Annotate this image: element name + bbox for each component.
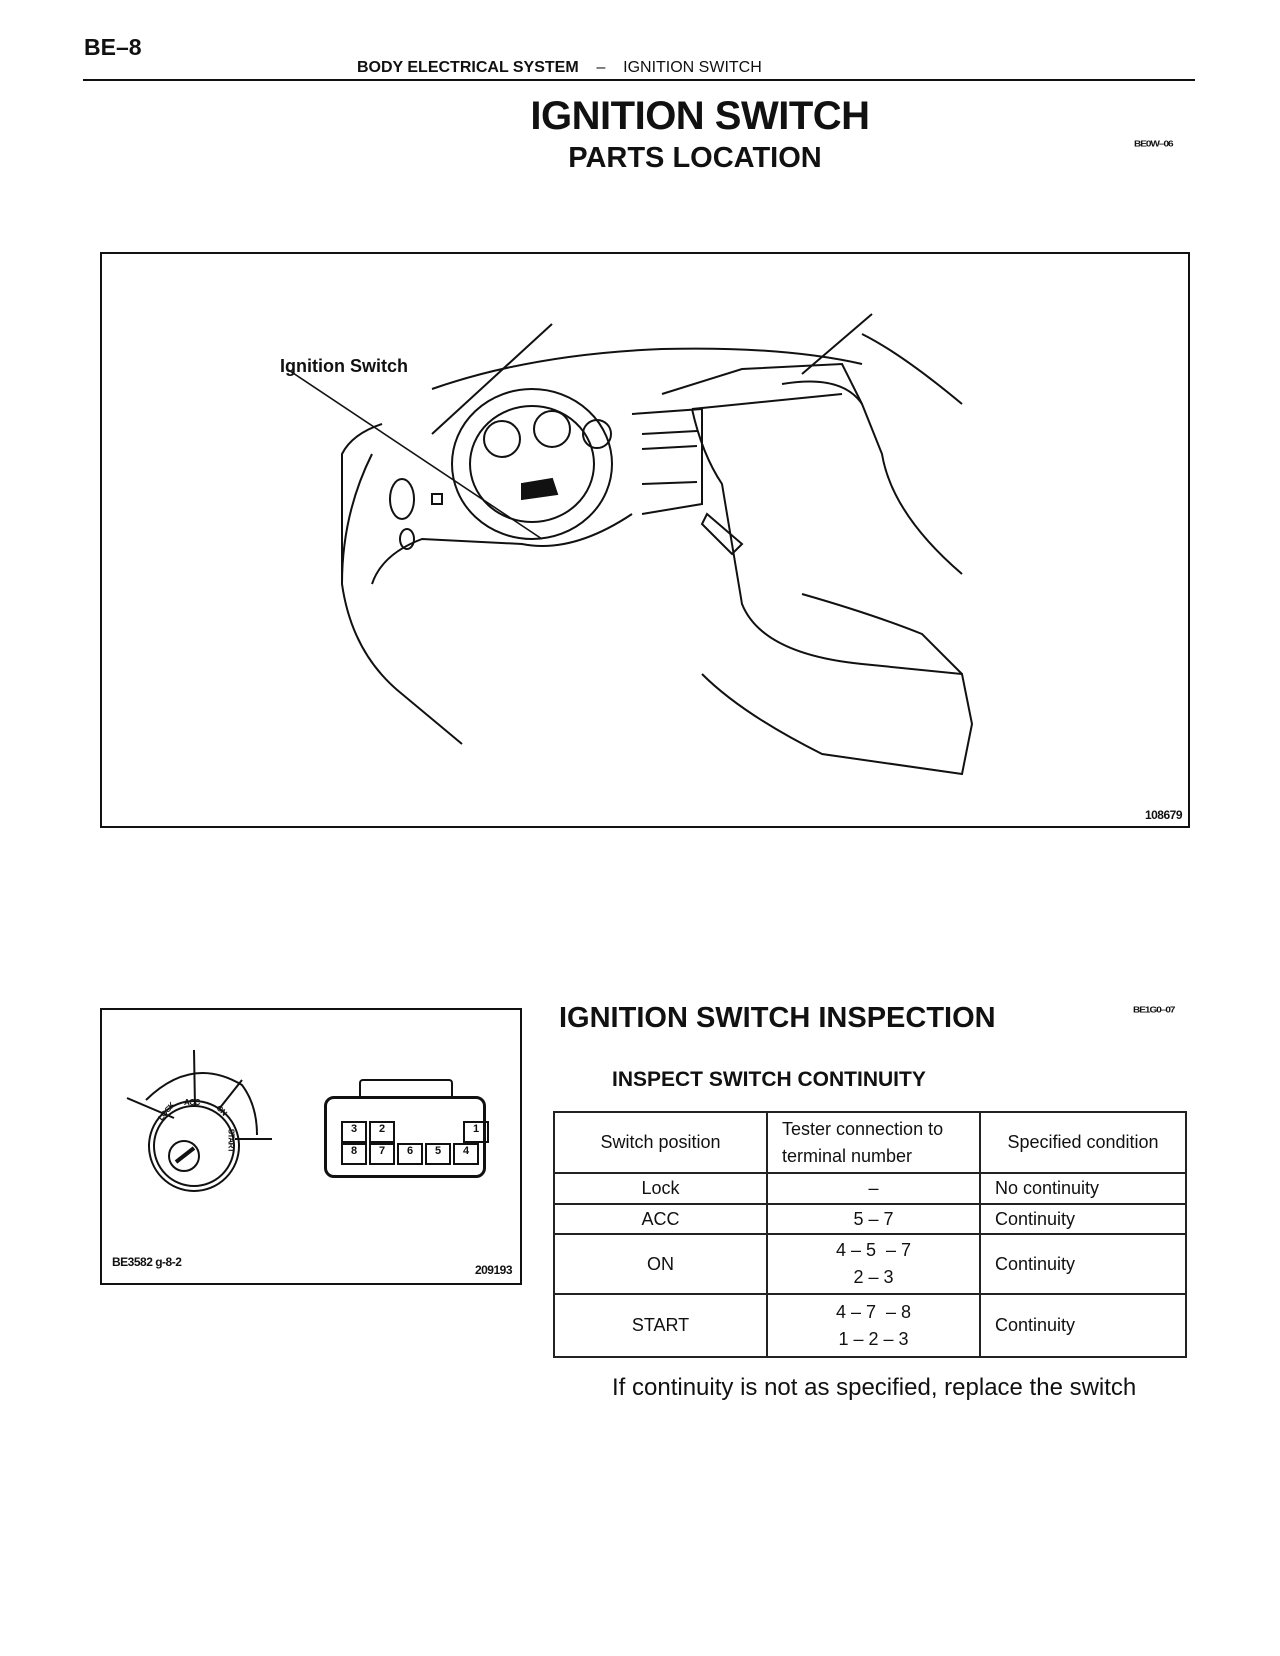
- table-row: ON 4 – 5 – 7 2 – 3 Continuity: [553, 1233, 1187, 1295]
- inspection-subheading: INSPECT SWITCH CONTINUITY: [612, 1068, 926, 1091]
- position-start: START: [226, 1128, 236, 1153]
- figure1-code: 108679: [1144, 808, 1183, 822]
- key-cylinder-illustration: [126, 1049, 272, 1192]
- terminal-6: 6: [397, 1143, 423, 1165]
- header-switch-position: Switch position: [553, 1111, 768, 1174]
- cell-condition: Continuity: [979, 1203, 1187, 1235]
- ignition-switch-callout: Ignition Switch: [280, 356, 408, 376]
- title-code: BE0W–06: [1134, 140, 1174, 149]
- cell-connection: 5 – 7: [766, 1203, 981, 1235]
- terminal-2: 2: [369, 1121, 395, 1143]
- table-row: START 4 – 7 – 8 1 – 2 – 3 Continuity: [553, 1293, 1187, 1358]
- cell-position: START: [553, 1293, 768, 1358]
- switch-connector-figure: LOCK ACC ON START 3 2 1 8 7 6 5 4 BE3582…: [100, 1008, 522, 1285]
- connection-line: 4 – 5 – 7: [835, 1240, 912, 1260]
- terminal-7: 7: [369, 1143, 395, 1165]
- dashboard-illustration: [286, 313, 974, 776]
- page-number: BE–8: [84, 34, 142, 60]
- cell-connection: –: [766, 1172, 981, 1205]
- position-acc: ACC: [184, 1098, 200, 1107]
- cell-connection: 4 – 7 – 8 1 – 2 – 3: [766, 1293, 981, 1358]
- connection-line: 2 – 3: [853, 1267, 894, 1287]
- figure2-code-left: BE3582 g-8-2: [112, 1255, 182, 1269]
- connection-line: 1 – 2 – 3: [838, 1328, 909, 1349]
- running-header-separator: –: [596, 59, 606, 76]
- page-subtitle: PARTS LOCATION: [568, 142, 822, 174]
- inspection-heading: IGNITION SWITCH INSPECTION: [559, 1002, 996, 1034]
- cell-condition: Continuity: [979, 1233, 1187, 1295]
- inspection-code: BE1G0–07: [1133, 1006, 1175, 1015]
- cell-position: ON: [553, 1233, 768, 1295]
- cell-position: Lock: [553, 1172, 768, 1205]
- continuity-table: Switch position Tester connection to ter…: [553, 1111, 1187, 1358]
- terminal-3: 3: [341, 1121, 367, 1143]
- terminal-8: 8: [341, 1143, 367, 1165]
- cell-position: ACC: [553, 1203, 768, 1235]
- table-header-row: Switch position Tester connection to ter…: [553, 1111, 1187, 1174]
- running-header-topic: IGNITION SWITCH: [623, 59, 762, 76]
- cell-connection: 4 – 5 – 7 2 – 3: [766, 1233, 981, 1295]
- parts-location-figure: Ignition Switch 108679: [100, 252, 1190, 828]
- header-tester-connection: Tester connection to terminal number: [766, 1111, 981, 1174]
- terminal-5: 5: [425, 1143, 451, 1165]
- page-title: IGNITION SWITCH: [530, 94, 870, 138]
- header-rule: [83, 79, 1195, 81]
- terminal-1: 1: [463, 1121, 489, 1143]
- header-specified-condition: Specified condition: [979, 1111, 1187, 1174]
- inspection-note: If continuity is not as specified, repla…: [612, 1374, 1137, 1401]
- terminal-4: 4: [453, 1143, 479, 1165]
- table-row: Lock – No continuity: [553, 1172, 1187, 1205]
- running-header: BODY ELECTRICAL SYSTEM – IGNITION SWITCH: [357, 59, 762, 77]
- cell-condition: No continuity: [979, 1172, 1187, 1205]
- figure2-code-right: 209193: [474, 1263, 513, 1277]
- connector: 3 2 1 8 7 6 5 4: [324, 1079, 489, 1178]
- running-header-section: BODY ELECTRICAL SYSTEM: [357, 59, 579, 76]
- connection-line: 4 – 7 – 8: [835, 1301, 912, 1322]
- cell-condition: Continuity: [979, 1293, 1187, 1358]
- table-row: ACC 5 – 7 Continuity: [553, 1203, 1187, 1235]
